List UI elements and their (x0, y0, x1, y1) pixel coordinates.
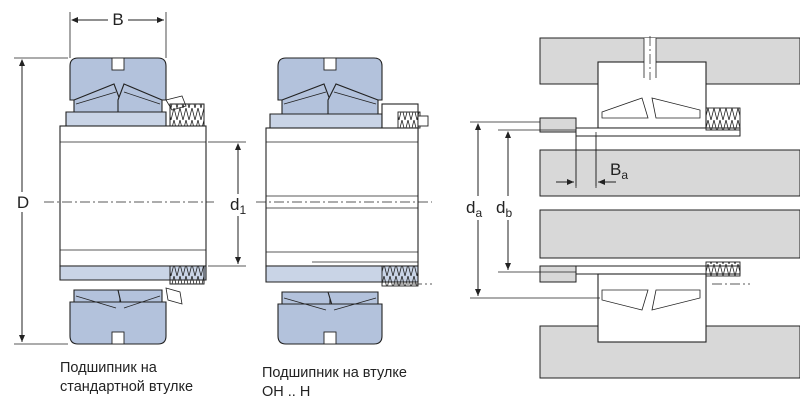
oh-sleeve-body (256, 127, 432, 267)
caption-oh-sleeve: Подшипник на втулке OH .. H (262, 364, 407, 402)
dimension-Ba: Ba (556, 136, 628, 188)
oh-upper-bearing (269, 57, 429, 141)
caption-standard-line1: Подшипник на (60, 360, 157, 376)
housing-upper-bearing (575, 36, 741, 150)
housing-lower-bearing (575, 261, 750, 343)
figure-standard-sleeve: B D (14, 10, 250, 345)
dimension-D: D (14, 57, 68, 345)
dimension-db: db (494, 129, 576, 273)
label-db: db (496, 198, 512, 220)
label-d1: d1 (230, 195, 246, 217)
sleeve-body (44, 125, 214, 267)
caption-oh-line2: OH .. H (262, 384, 311, 400)
figure-oh-sleeve (256, 57, 432, 345)
shaft (539, 132, 800, 197)
label-D: D (17, 193, 29, 212)
caption-standard-sleeve: Подшипник на стандартной втулке (60, 359, 193, 397)
lower-bearing-section (59, 265, 207, 345)
dimension-B: B (69, 10, 167, 58)
label-B: B (112, 10, 123, 29)
upper-bearing-section (65, 57, 205, 127)
label-da: da (466, 198, 482, 220)
oh-lower-bearing (265, 265, 432, 345)
dimension-d1: d1 (208, 141, 250, 267)
figure-mounting-dimensions: Ba da db (464, 36, 800, 379)
caption-standard-line2: стандартной втулке (60, 379, 194, 395)
dimension-da: da (464, 121, 600, 299)
caption-oh-line1: Подшипник на втулке (262, 365, 407, 381)
label-Ba: Ba (610, 160, 628, 182)
